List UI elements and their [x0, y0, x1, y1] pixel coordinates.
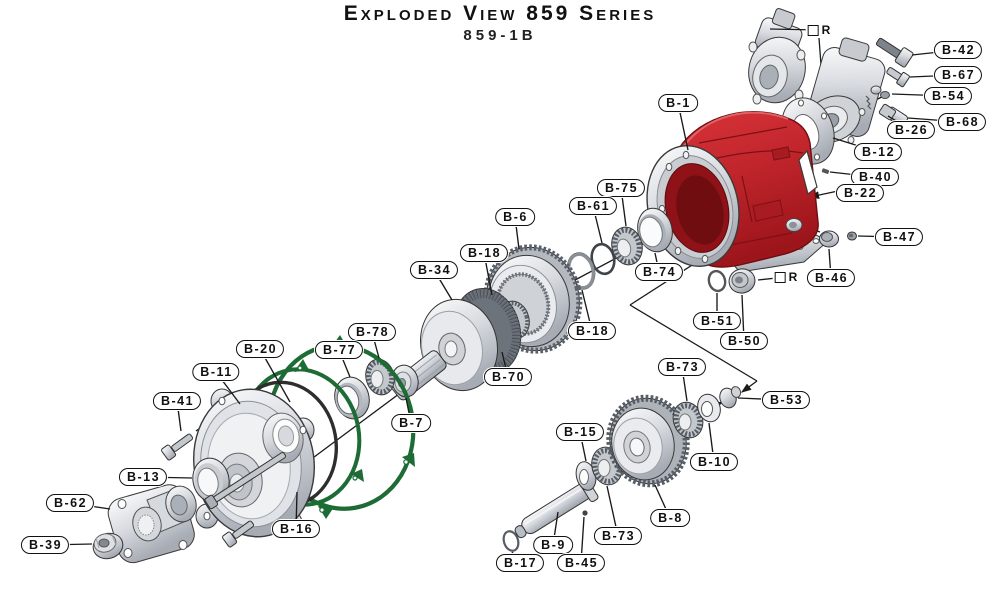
part-b42-bolt: [875, 37, 914, 68]
part-b53-pilot: [719, 386, 742, 409]
part-b41-bolt-2: [222, 520, 255, 548]
part-b26-spacer: [878, 103, 897, 121]
part-b46-nut: [819, 230, 839, 248]
part-aux-unit-assembled: [748, 8, 806, 105]
part-b74-bearing-cup: [637, 207, 673, 253]
part-b51-oring: [707, 269, 727, 293]
part-b61-snap-ring: [590, 242, 616, 276]
part-b75-bearing: [611, 226, 643, 266]
diagram-title: Exploded View 859 Series: [343, 2, 657, 25]
part-b17-oring: [502, 530, 520, 552]
part-b47-nut: [847, 231, 857, 241]
part-b22-shim: [798, 149, 818, 196]
part-b40-pin: [821, 168, 830, 174]
part-b45-pin: [582, 510, 588, 516]
part-b10-washer: [697, 393, 721, 423]
part-b41-bolt-1: [161, 433, 194, 461]
part-stud-bolt: [204, 452, 287, 510]
part-b13-seal: [192, 457, 230, 503]
part-b62-output-flange: [107, 484, 197, 564]
diagram-subtitle: 859-1B: [463, 27, 537, 44]
part-b39-nut: [92, 532, 124, 560]
part-b54-detent-kit: [865, 85, 890, 110]
part-b50-plug: [728, 268, 756, 294]
part-b1-housing: [646, 111, 830, 273]
part-b9-idler-shaft: [514, 475, 599, 539]
part-b73-bearing-upper: [672, 401, 704, 439]
part-b67-screw: [886, 67, 910, 88]
